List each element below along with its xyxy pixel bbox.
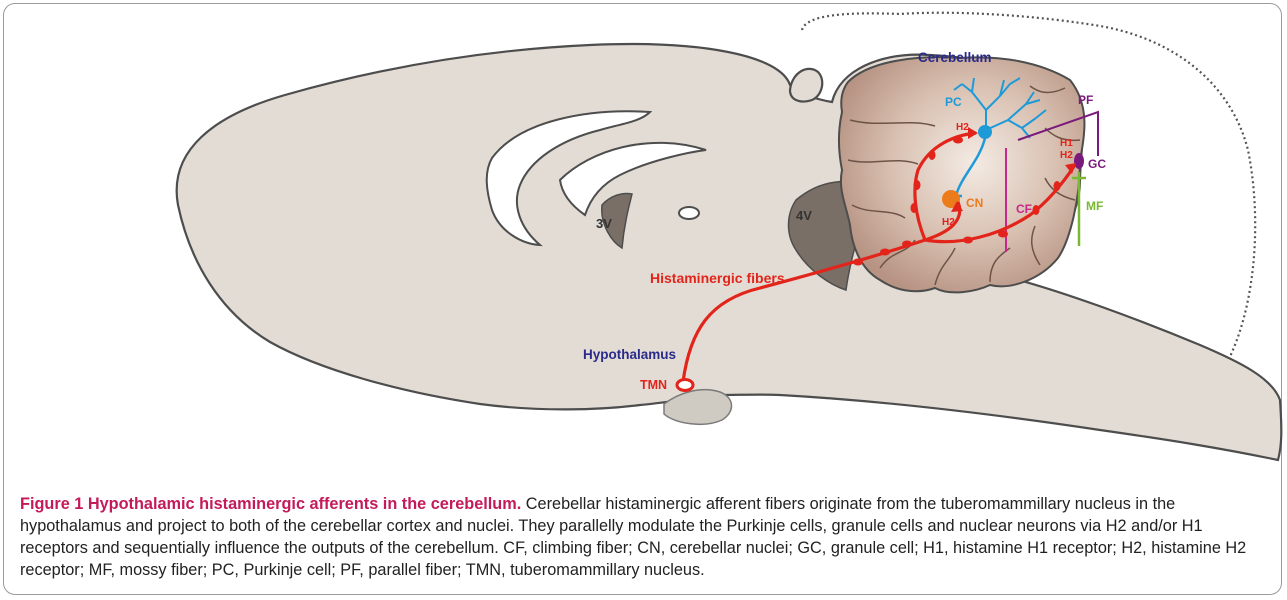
label-histaminergic-fibers: Histaminergic fibers <box>650 270 785 286</box>
tmn-nucleus <box>677 380 693 391</box>
purkinje-cell <box>978 125 992 139</box>
label-h2-pc: H2 <box>956 122 969 133</box>
aqueduct-oval <box>679 207 699 219</box>
brain-diagram: 3V 4V Cerebellum PC <box>0 0 1287 470</box>
label-4v: 4V <box>796 208 812 223</box>
label-cn: CN <box>966 196 983 210</box>
label-pc: PC <box>945 95 962 109</box>
olfactory-bulb <box>790 69 822 102</box>
label-cerebellum: Cerebellum <box>918 50 992 65</box>
label-h2-gc: H2 <box>1060 150 1073 161</box>
figure-caption: Figure 1 Hypothalamic histaminergic affe… <box>20 493 1270 581</box>
caption-title: Figure 1 Hypothalamic histaminergic affe… <box>20 495 521 513</box>
label-mf: MF <box>1086 199 1103 213</box>
label-hypothalamus: Hypothalamus <box>583 347 676 362</box>
label-gc: GC <box>1088 157 1106 171</box>
label-h1: H1 <box>1060 138 1073 149</box>
label-tmn: TMN <box>640 378 667 392</box>
label-pf: PF <box>1078 93 1093 107</box>
label-3v: 3V <box>596 216 612 231</box>
